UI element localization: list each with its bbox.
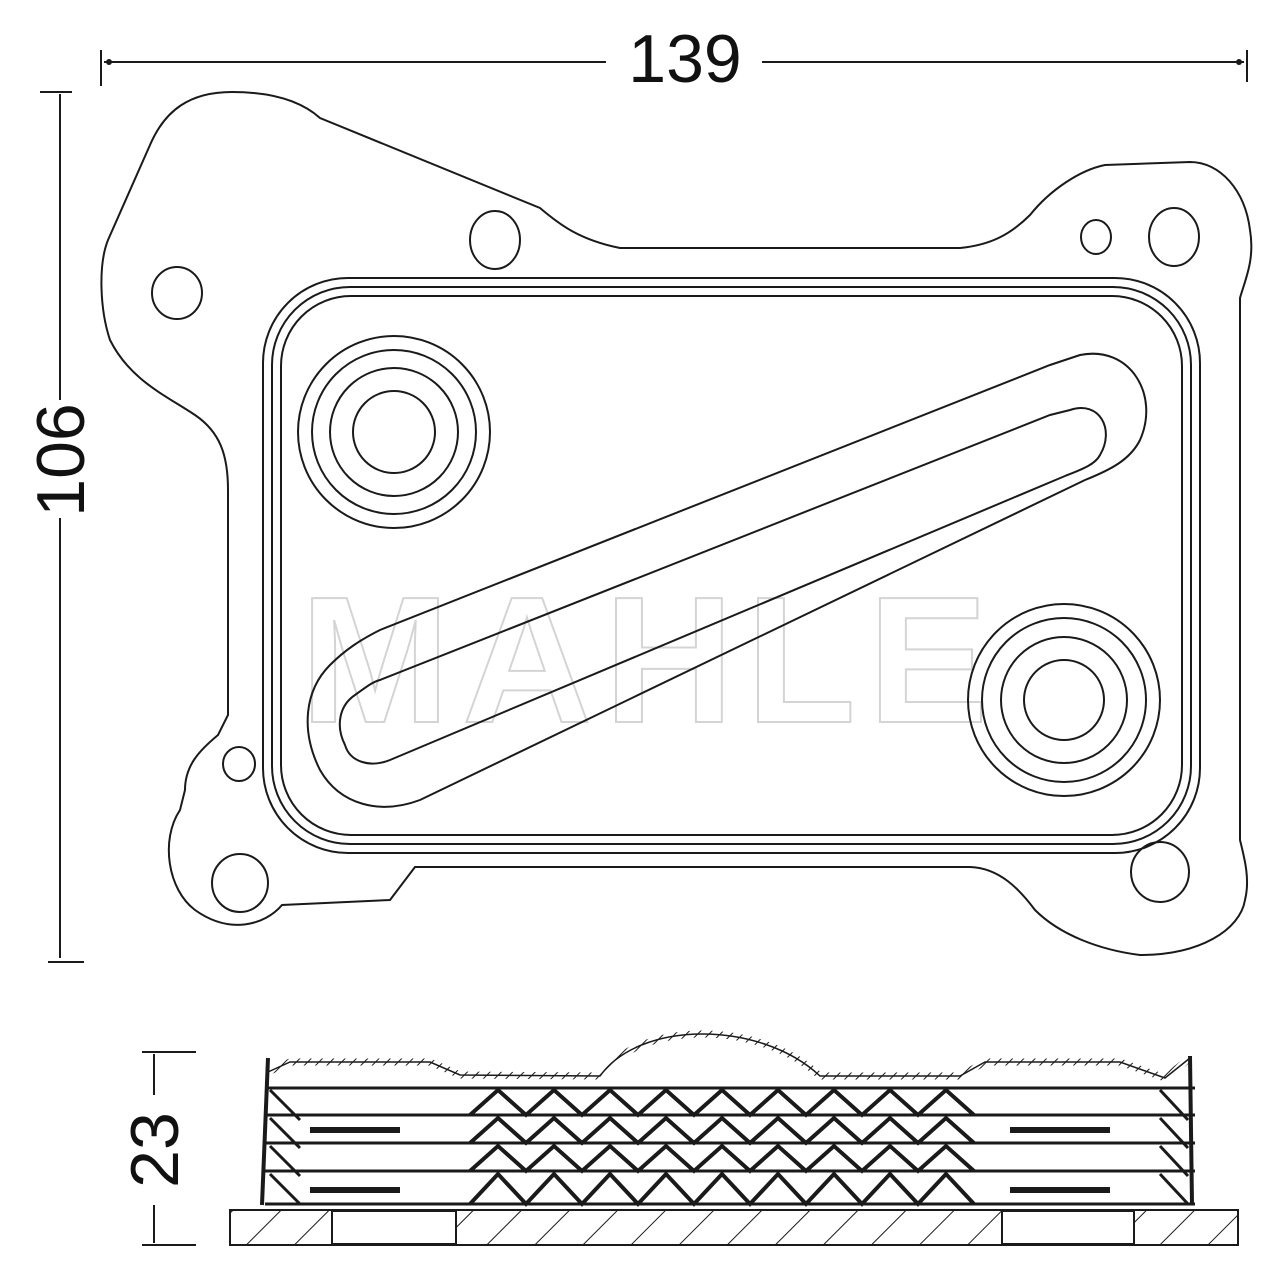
plate-stack — [260, 1030, 1195, 1207]
mounting-hole — [469, 210, 521, 270]
brand-watermark: MAHLE — [300, 560, 1000, 761]
thickness-dimension-label: 23 — [117, 1112, 193, 1188]
height-dimension-label: 106 — [23, 403, 99, 516]
flow-channel — [306, 352, 1148, 808]
mounting-hole — [1148, 207, 1200, 267]
base-plate — [229, 1209, 1239, 1246]
mounting-holes — [151, 207, 1200, 913]
width-dimension: 139 — [100, 21, 1248, 97]
mounting-hole — [222, 746, 256, 782]
mounting-hole — [1080, 219, 1112, 255]
mounting-hole — [151, 266, 203, 320]
width-dimension-label: 139 — [628, 21, 741, 97]
mounting-hole — [211, 853, 269, 913]
mounting-hole — [1130, 841, 1190, 903]
flange-outline — [100, 90, 1253, 957]
height-dimension: 106 — [23, 91, 99, 963]
thickness-dimension: 23 — [117, 1051, 196, 1246]
outlet-port — [967, 603, 1161, 797]
core-plate — [262, 277, 1201, 854]
inlet-port — [297, 335, 491, 529]
